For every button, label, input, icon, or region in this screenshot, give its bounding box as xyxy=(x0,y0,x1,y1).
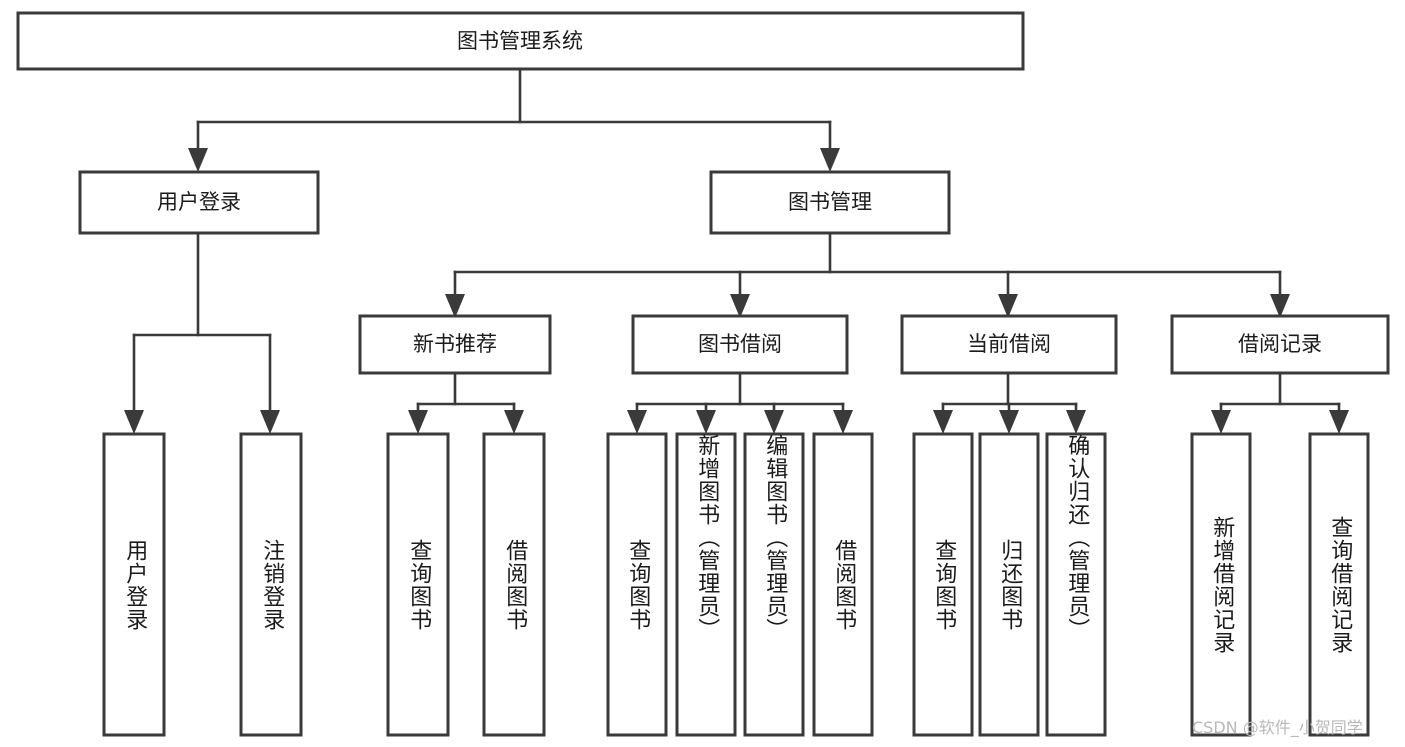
arrow-to-new-book-recommend xyxy=(445,294,465,318)
connector-group-root xyxy=(188,67,840,172)
arrow-leaf-borrow-book-1 xyxy=(504,410,524,434)
node-current-borrow-label: 当前借阅 xyxy=(967,332,1051,356)
connector-group-book-management xyxy=(445,231,1290,318)
node-book-borrow-box[interactable] xyxy=(631,314,849,375)
node-user-login-box[interactable] xyxy=(78,170,320,235)
leaf-box-add-record[interactable] xyxy=(1190,432,1252,737)
leaf-boxes xyxy=(102,432,1370,737)
leaf-box-confirm-return[interactable] xyxy=(1045,432,1107,737)
leaf-box-query-record[interactable] xyxy=(1308,432,1370,737)
connector-group-new-book-recommend xyxy=(408,371,524,434)
node-borrow-record-box[interactable] xyxy=(1170,314,1390,375)
arrow-leaf-add-book xyxy=(696,410,716,434)
connector-group-current-borrow xyxy=(933,371,1086,434)
leaf-box-query-book-1[interactable] xyxy=(386,432,450,737)
node-book-management[interactable]: 图书管理 xyxy=(709,170,951,235)
node-root-box[interactable] xyxy=(16,11,1025,71)
node-new-book-recommend-box[interactable] xyxy=(358,314,552,375)
node-borrow-record-label: 借阅记录 xyxy=(1238,332,1322,356)
arrow-leaf-query-book-2 xyxy=(627,410,647,434)
leaf-box-return-book[interactable] xyxy=(978,432,1040,737)
leaf-box-edit-book[interactable] xyxy=(743,432,805,737)
arrow-leaf-confirm-return xyxy=(1066,410,1086,434)
node-book-borrow-label: 图书借阅 xyxy=(698,332,782,356)
node-book-management-label: 图书管理 xyxy=(788,190,872,214)
node-borrow-record[interactable]: 借阅记录 xyxy=(1170,314,1390,375)
arrow-leaf-add-record xyxy=(1211,410,1231,434)
arrow-to-borrow-record xyxy=(1270,294,1290,318)
node-new-book-recommend[interactable]: 新书推荐 xyxy=(358,314,552,375)
arrow-root-to-user-login xyxy=(188,148,208,172)
node-book-borrow[interactable]: 图书借阅 xyxy=(631,314,849,375)
arrow-to-book-borrow xyxy=(730,294,750,318)
node-new-book-recommend-label: 新书推荐 xyxy=(413,332,497,356)
connector-group-user-login xyxy=(124,231,280,434)
leaf-box-borrow-book-1[interactable] xyxy=(482,432,546,737)
node-root-label: 图书管理系统 xyxy=(457,29,583,53)
arrow-leaf-query-book-3 xyxy=(933,410,953,434)
node-current-borrow[interactable]: 当前借阅 xyxy=(900,314,1118,375)
arrow-leaf-query-book-1 xyxy=(408,410,428,434)
arrow-leaf-borrow-book-2 xyxy=(833,410,853,434)
leaf-box-add-book[interactable] xyxy=(675,432,737,737)
arrow-root-to-book-management xyxy=(820,148,840,172)
leaf-box-query-book-2[interactable] xyxy=(606,432,668,737)
node-user-login-label: 用户登录 xyxy=(157,190,241,214)
arrow-leaf-user-login xyxy=(124,410,144,434)
arrow-leaf-return-book xyxy=(999,410,1019,434)
leaf-box-borrow-book-2[interactable] xyxy=(812,432,874,737)
leaf-box-logout-login[interactable] xyxy=(239,432,303,737)
arrow-to-current-borrow xyxy=(998,294,1018,318)
node-current-borrow-box[interactable] xyxy=(900,314,1118,375)
arrow-leaf-logout-login xyxy=(260,410,280,434)
arrow-leaf-edit-book xyxy=(764,410,784,434)
arrow-leaf-query-record xyxy=(1329,410,1349,434)
connector-group-borrow-record xyxy=(1211,371,1349,434)
connector-group-book-borrow xyxy=(627,371,853,434)
node-root[interactable]: 图书管理系统 xyxy=(16,11,1025,71)
leaf-box-query-book-3[interactable] xyxy=(912,432,974,737)
node-user-login[interactable]: 用户登录 xyxy=(78,170,320,235)
leaf-box-user-login[interactable] xyxy=(102,432,166,737)
node-book-management-box[interactable] xyxy=(709,170,951,235)
csdn-watermark: CSDN @软件_小贺同学 xyxy=(1192,718,1363,737)
